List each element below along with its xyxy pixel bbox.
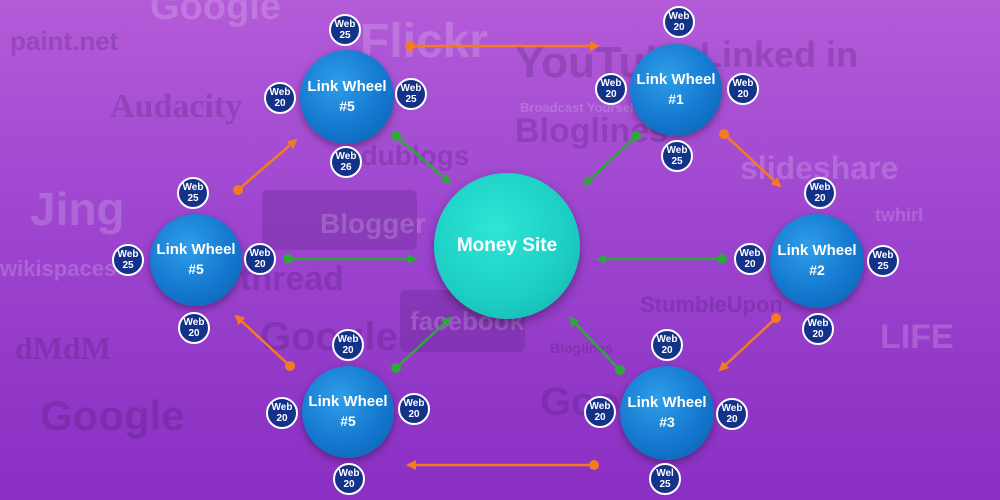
link-wheel-5-bottom-node: Link Wheel #5 [302, 366, 394, 458]
bg-logo: Bloglines [550, 340, 614, 356]
wheel-number: #3 [659, 414, 675, 430]
wheel-number: #5 [188, 261, 204, 277]
wheel-title: Link Wheel [627, 394, 707, 411]
orange-arrow-wheel3-to-wheel5-bottom [406, 460, 599, 470]
money-site-node: Money Site [434, 173, 580, 319]
orange-arrow-wheel2-to-wheel3 [718, 313, 781, 372]
orange-arrow-wheel5-to-wheel1 [405, 41, 600, 51]
bg-logo: Google [260, 315, 398, 359]
bg-logo: wikispaces [0, 256, 117, 281]
wheel-title: Link Wheel [156, 241, 236, 258]
bg-logo: Linked in [700, 34, 859, 75]
link-wheel-1-node: Link Wheel #1 [630, 44, 722, 136]
bg-logo: paint.net [10, 26, 119, 56]
green-arrow-wheel1-to-money [582, 131, 641, 187]
green-arrow-wheel3-to-money [568, 316, 625, 375]
green-arrow-wheel5-top-to-money [391, 131, 452, 185]
bg-logo: Flickr [360, 15, 489, 68]
green-arrow-wheel5-left-to-money [283, 254, 418, 264]
bg-logo: Google [150, 0, 281, 28]
wheel-title: Link Wheel [308, 393, 388, 410]
bg-logo: Blogger [320, 208, 426, 239]
bg-logo: Google [40, 392, 185, 439]
wheel-number: #5 [340, 413, 356, 429]
wheel-title: Link Wheel [636, 71, 716, 88]
orange-arrow-wheel1-to-wheel2 [719, 129, 782, 188]
wheel-number: #5 [339, 98, 355, 114]
bg-logo: LIFE [880, 318, 954, 356]
link-wheel-3-node: Link Wheel #3 [620, 366, 714, 460]
bg-logo: StumbleUpon [640, 292, 783, 317]
wheel-number: #1 [668, 91, 684, 107]
green-arrow-wheel2-to-money [596, 254, 727, 264]
wheel-title: Link Wheel [307, 78, 387, 95]
bg-logo: dMdM [15, 330, 111, 366]
wheel-number: #2 [809, 262, 825, 278]
wheel-title: Link Wheel [777, 242, 857, 259]
bg-logo-box [262, 190, 417, 250]
orange-arrow-wheel5-left-to-wheel5-top [233, 138, 298, 195]
bg-logo: twhirl [875, 205, 923, 225]
link-wheel-5-left-node: Link Wheel #5 [150, 214, 242, 306]
orange-arrow-wheel5-bottom-to-wheel5-left [234, 314, 295, 371]
bg-logo: Audacity [110, 88, 243, 125]
link-wheel-2-node: Link Wheel #2 [770, 214, 864, 308]
green-arrow-wheel5-bottom-to-money [391, 316, 452, 373]
money-site-label: Money Site [456, 235, 558, 256]
link-wheel-5-top-node: Link Wheel #5 [300, 50, 394, 144]
bg-logo: Jing [30, 183, 125, 235]
